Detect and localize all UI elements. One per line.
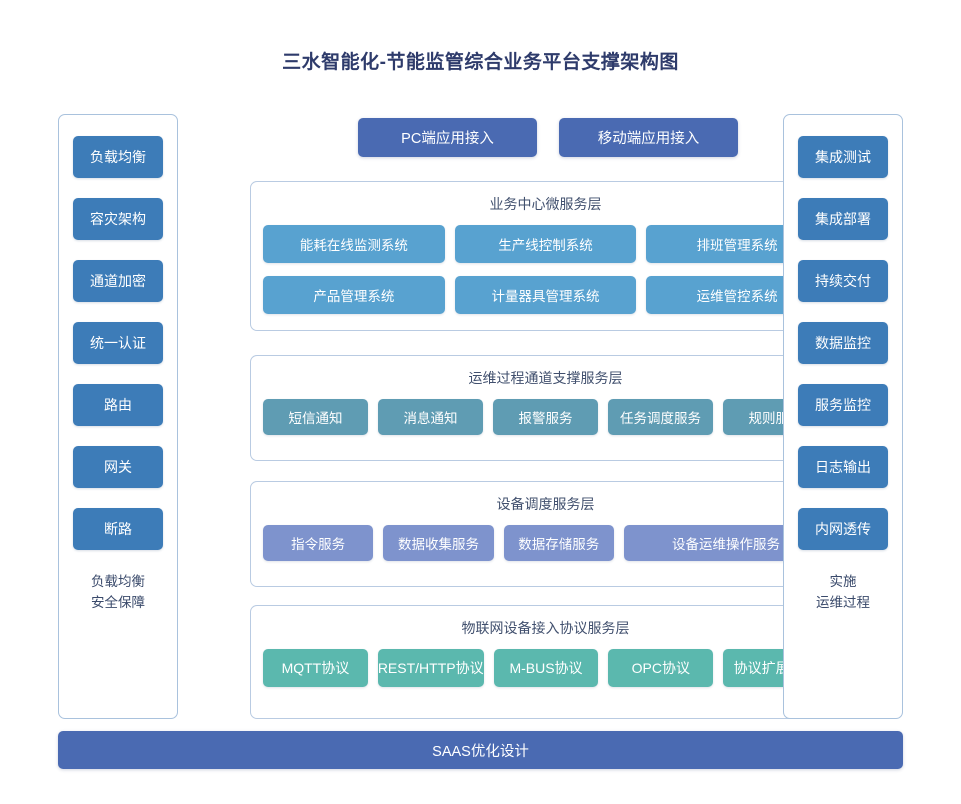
right-item-integration-deploy[interactable]: 集成部署 — [798, 198, 888, 240]
service-sms-notification[interactable]: 短信通知 — [263, 399, 368, 435]
layer-ops-title: 运维过程通道支撑服务层 — [468, 370, 623, 386]
layer-protocol-row-1: MQTT协议 REST/HTTP协议 M-BUS协议 OPC协议 协议扩展接口 — [251, 649, 840, 700]
application-access-row: PC端应用接入 移动端应用接入 — [358, 118, 738, 157]
left-item-unified-auth[interactable]: 统一认证 — [73, 322, 163, 364]
right-caption-line-1: 实施 — [829, 574, 857, 589]
right-item-intranet-tunneling[interactable]: 内网透传 — [798, 508, 888, 550]
service-alarm[interactable]: 报警服务 — [493, 399, 598, 435]
layer-device-title: 设备调度服务层 — [496, 496, 595, 512]
protocol-m-bus[interactable]: M-BUS协议 — [493, 649, 599, 687]
center-column: PC端应用接入 移动端应用接入 业务中心微服务层 能耗在线监测系统 生产线控制系… — [191, 114, 841, 719]
service-data-storage[interactable]: 数据存储服务 — [503, 525, 614, 561]
protocol-opc[interactable]: OPC协议 — [608, 649, 714, 687]
left-item-load-balance[interactable]: 负载均衡 — [73, 136, 163, 178]
access-pc-button[interactable]: PC端应用接入 — [358, 118, 537, 157]
saas-optimization-bar[interactable]: SAAS优化设计 — [58, 731, 903, 769]
left-column-caption: 负载均衡 安全保障 — [91, 572, 145, 614]
left-support-column: 负载均衡 容灾架构 通道加密 统一认证 路由 网关 断路 负载均衡 安全保障 — [58, 114, 178, 719]
right-item-log-output[interactable]: 日志输出 — [798, 446, 888, 488]
layer-business-title: 业务中心微服务层 — [489, 196, 602, 212]
service-production-line-control[interactable]: 生产线控制系统 — [454, 225, 637, 263]
service-message-notification[interactable]: 消息通知 — [378, 399, 483, 435]
right-item-continuous-delivery[interactable]: 持续交付 — [798, 260, 888, 302]
left-item-channel-encryption[interactable]: 通道加密 — [73, 260, 163, 302]
service-task-scheduling[interactable]: 任务调度服务 — [608, 399, 713, 435]
layer-business-row-1: 能耗在线监测系统 生产线控制系统 排班管理系统 — [251, 225, 840, 276]
layer-iot-protocol-access: 物联网设备接入协议服务层 MQTT协议 REST/HTTP协议 M-BUS协议 … — [250, 605, 841, 719]
service-metering-device-management[interactable]: 计量器具管理系统 — [454, 276, 637, 314]
left-item-disaster-recovery[interactable]: 容灾架构 — [73, 198, 163, 240]
right-caption-line-2: 运维过程 — [816, 594, 870, 610]
right-column-caption: 实施 运维过程 — [816, 572, 870, 614]
right-item-integration-test[interactable]: 集成测试 — [798, 136, 888, 178]
layer-device-scheduling: 设备调度服务层 指令服务 数据收集服务 数据存储服务 设备运维操作服务 — [250, 481, 841, 587]
right-item-data-monitoring[interactable]: 数据监控 — [798, 322, 888, 364]
service-data-collection[interactable]: 数据收集服务 — [383, 525, 494, 561]
right-item-service-monitoring[interactable]: 服务监控 — [798, 384, 888, 426]
service-product-management[interactable]: 产品管理系统 — [263, 276, 445, 314]
architecture-frame: 负载均衡 容灾架构 通道加密 统一认证 路由 网关 断路 负载均衡 安全保障 P… — [58, 114, 903, 719]
layer-business-microservices: 业务中心微服务层 能耗在线监测系统 生产线控制系统 排班管理系统 产品管理系统 … — [250, 181, 841, 331]
page-title: 三水智能化-节能监管综合业务平台支撑架构图 — [282, 52, 679, 73]
service-command[interactable]: 指令服务 — [263, 525, 374, 561]
left-item-routing[interactable]: 路由 — [73, 384, 163, 426]
layer-business-row-2: 产品管理系统 计量器具管理系统 运维管控系统 — [251, 276, 840, 327]
protocol-rest-http[interactable]: REST/HTTP协议 — [377, 649, 484, 687]
layer-protocol-title: 物联网设备接入协议服务层 — [461, 620, 630, 636]
left-item-gateway[interactable]: 网关 — [73, 446, 163, 488]
right-support-column: 集成测试 集成部署 持续交付 数据监控 服务监控 日志输出 内网透传 实施 运维… — [783, 114, 903, 719]
service-energy-monitoring[interactable]: 能耗在线监测系统 — [263, 225, 445, 263]
left-caption-line-1: 负载均衡 — [91, 574, 145, 589]
access-mobile-button[interactable]: 移动端应用接入 — [559, 118, 738, 157]
protocol-mqtt[interactable]: MQTT协议 — [263, 649, 368, 687]
layer-device-row-1: 指令服务 数据收集服务 数据存储服务 设备运维操作服务 — [251, 525, 840, 574]
layer-ops-channel-support: 运维过程通道支撑服务层 短信通知 消息通知 报警服务 任务调度服务 规则服务 — [250, 355, 841, 461]
left-caption-line-2: 安全保障 — [91, 594, 145, 610]
layer-ops-row-1: 短信通知 消息通知 报警服务 任务调度服务 规则服务 — [251, 399, 840, 448]
left-item-circuit-breaker[interactable]: 断路 — [73, 508, 163, 550]
